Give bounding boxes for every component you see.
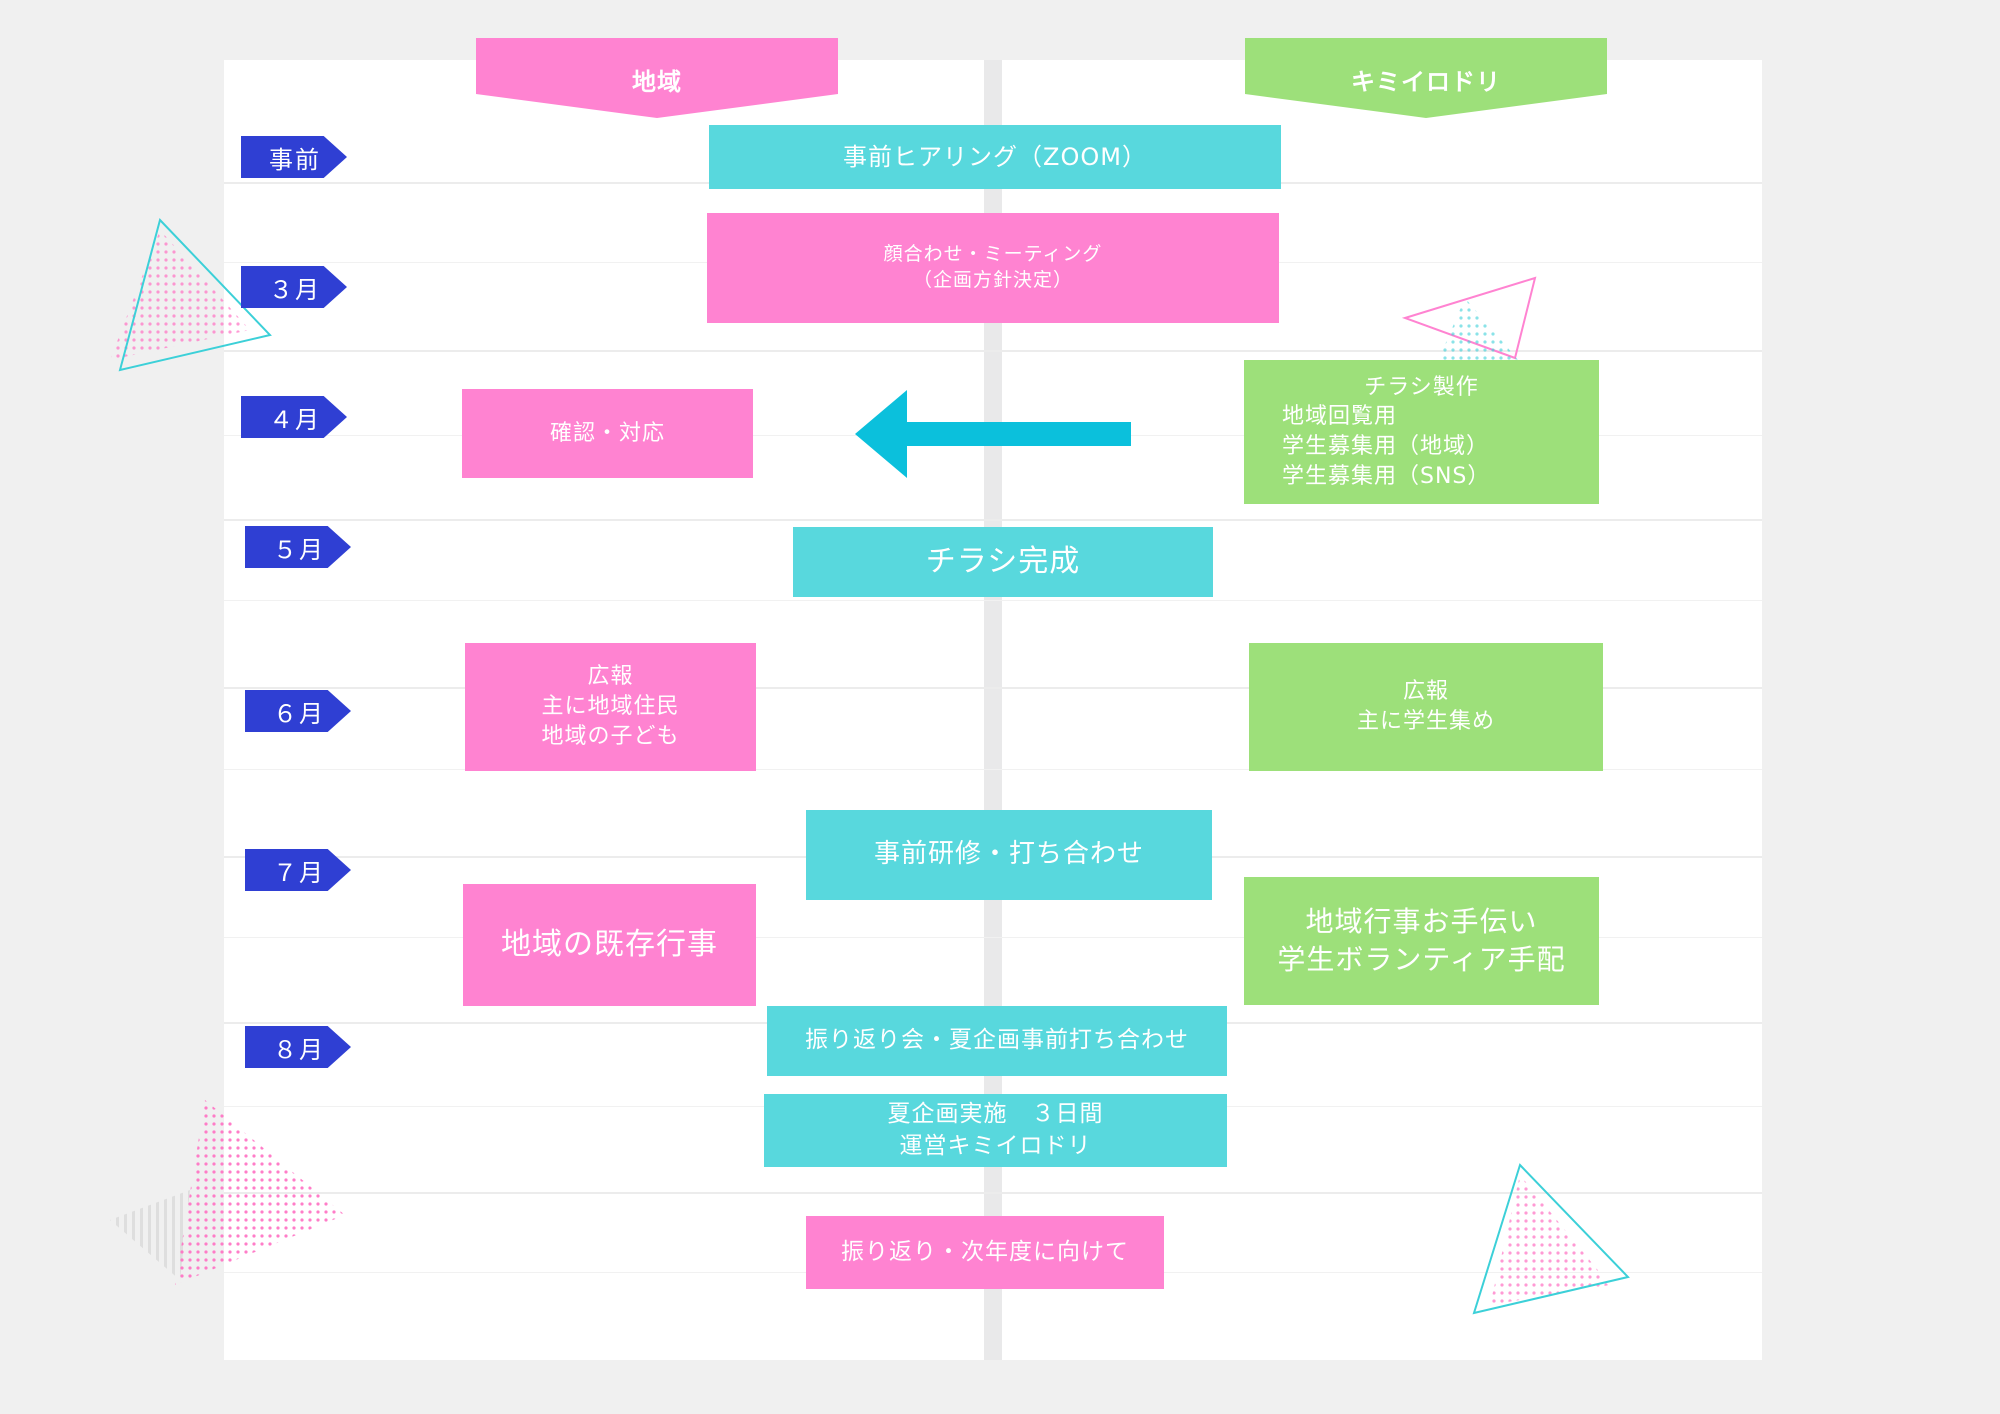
flyer-production-item: 学生募集用（SNS） [1282,463,1491,489]
pr-students-line: 広報 [1402,679,1449,705]
meeting-box: 顔合わせ・ミーティング （企画方針決定） [707,213,1279,323]
arrow-left-icon [855,390,1131,478]
month-marker-may: ５月 [245,526,351,568]
month-marker-april: ４月 [241,396,347,438]
review-meeting-box: 振り返り会・夏企画事前打ち合わせ [767,1006,1227,1076]
pre-hearing-label: 事前ヒアリング（ZOOM） [843,142,1147,171]
month-label: ４月 [269,405,321,434]
lane-header-local-label: 地域 [632,68,682,96]
month-marker-august: ８月 [245,1026,351,1068]
month-label: 事前 [269,145,321,174]
pr-students-line: 主に学生集め [1356,709,1495,734]
row-separator [224,687,1762,689]
pr-local-line: 地域の子ども [541,723,680,749]
summer-event-box: 夏企画実施 ３日間 運営キミイロドリ [764,1094,1227,1167]
row-separator [224,769,1762,770]
confirm-box: 確認・対応 [462,389,753,478]
flyer-production-item: 学生募集用（地域） [1282,434,1490,459]
row-separator [224,1192,1762,1194]
summer-event-line: 運営キミイロドリ [899,1132,1092,1159]
month-label: ６月 [273,699,325,728]
volunteer-line: 学生ボランティア手配 [1277,943,1566,976]
row-separator [224,350,1762,352]
pre-training-label: 事前研修・打ち合わせ [873,839,1144,870]
flyer-production-box: チラシ製作 地域回覧用 学生募集用（地域） 学生募集用（SNS） [1244,360,1599,504]
row-separator [224,600,1762,601]
meeting-line: （企画方針決定） [912,269,1073,291]
month-label: ７月 [273,858,325,887]
flyer-done-box: チラシ完成 [793,527,1213,597]
pr-local-box: 広報 主に地域住民 地域の子ども [465,643,756,771]
month-label: ３月 [269,275,321,304]
pr-students-box: 広報 主に学生集め [1249,643,1603,771]
triangle-decoration-bottom-right [1472,1163,1630,1315]
lane-header-kimiirodori-label: キミイロドリ [1351,68,1501,96]
triangle-decoration-bottom-left [110,1100,345,1285]
month-label: ５月 [273,535,325,564]
flyer-production-item: 地域回覧用 [1282,404,1398,430]
month-label: ８月 [273,1035,325,1064]
flyer-production-title: チラシ製作 [1364,374,1479,400]
pre-training-box: 事前研修・打ち合わせ [806,810,1212,900]
next-year-label: 振り返り・次年度に向けて [841,1238,1129,1265]
triangle-decoration-right-upper [1401,276,1537,368]
pre-hearing-box: 事前ヒアリング（ZOOM） [709,125,1281,189]
volunteer-line: 地域行事お手伝い [1305,905,1538,939]
row-separator [224,937,1762,938]
volunteer-box: 地域行事お手伝い 学生ボランティア手配 [1244,877,1599,1005]
month-marker-march: ３月 [241,266,347,308]
summer-event-line: 夏企画実施 ３日間 [887,1101,1104,1128]
triangle-decoration-top-left [110,218,272,372]
meeting-line: 顔合わせ・ミーティング [883,243,1103,266]
row-separator [224,519,1762,521]
month-marker-july: ７月 [245,849,351,891]
month-marker-pre: 事前 [241,136,347,178]
next-year-box: 振り返り・次年度に向けて [806,1216,1164,1289]
local-events-box: 地域の既存行事 [463,884,756,1006]
local-events-label: 地域の既存行事 [501,926,718,962]
confirm-label: 確認・対応 [549,420,665,446]
flyer-done-label: チラシ完成 [925,543,1081,579]
review-meeting-label: 振り返り会・夏企画事前打ち合わせ [805,1027,1189,1054]
month-marker-june: ６月 [245,690,351,732]
pr-local-line: 広報 [587,664,634,690]
pr-local-line: 主に地域住民 [541,694,680,720]
